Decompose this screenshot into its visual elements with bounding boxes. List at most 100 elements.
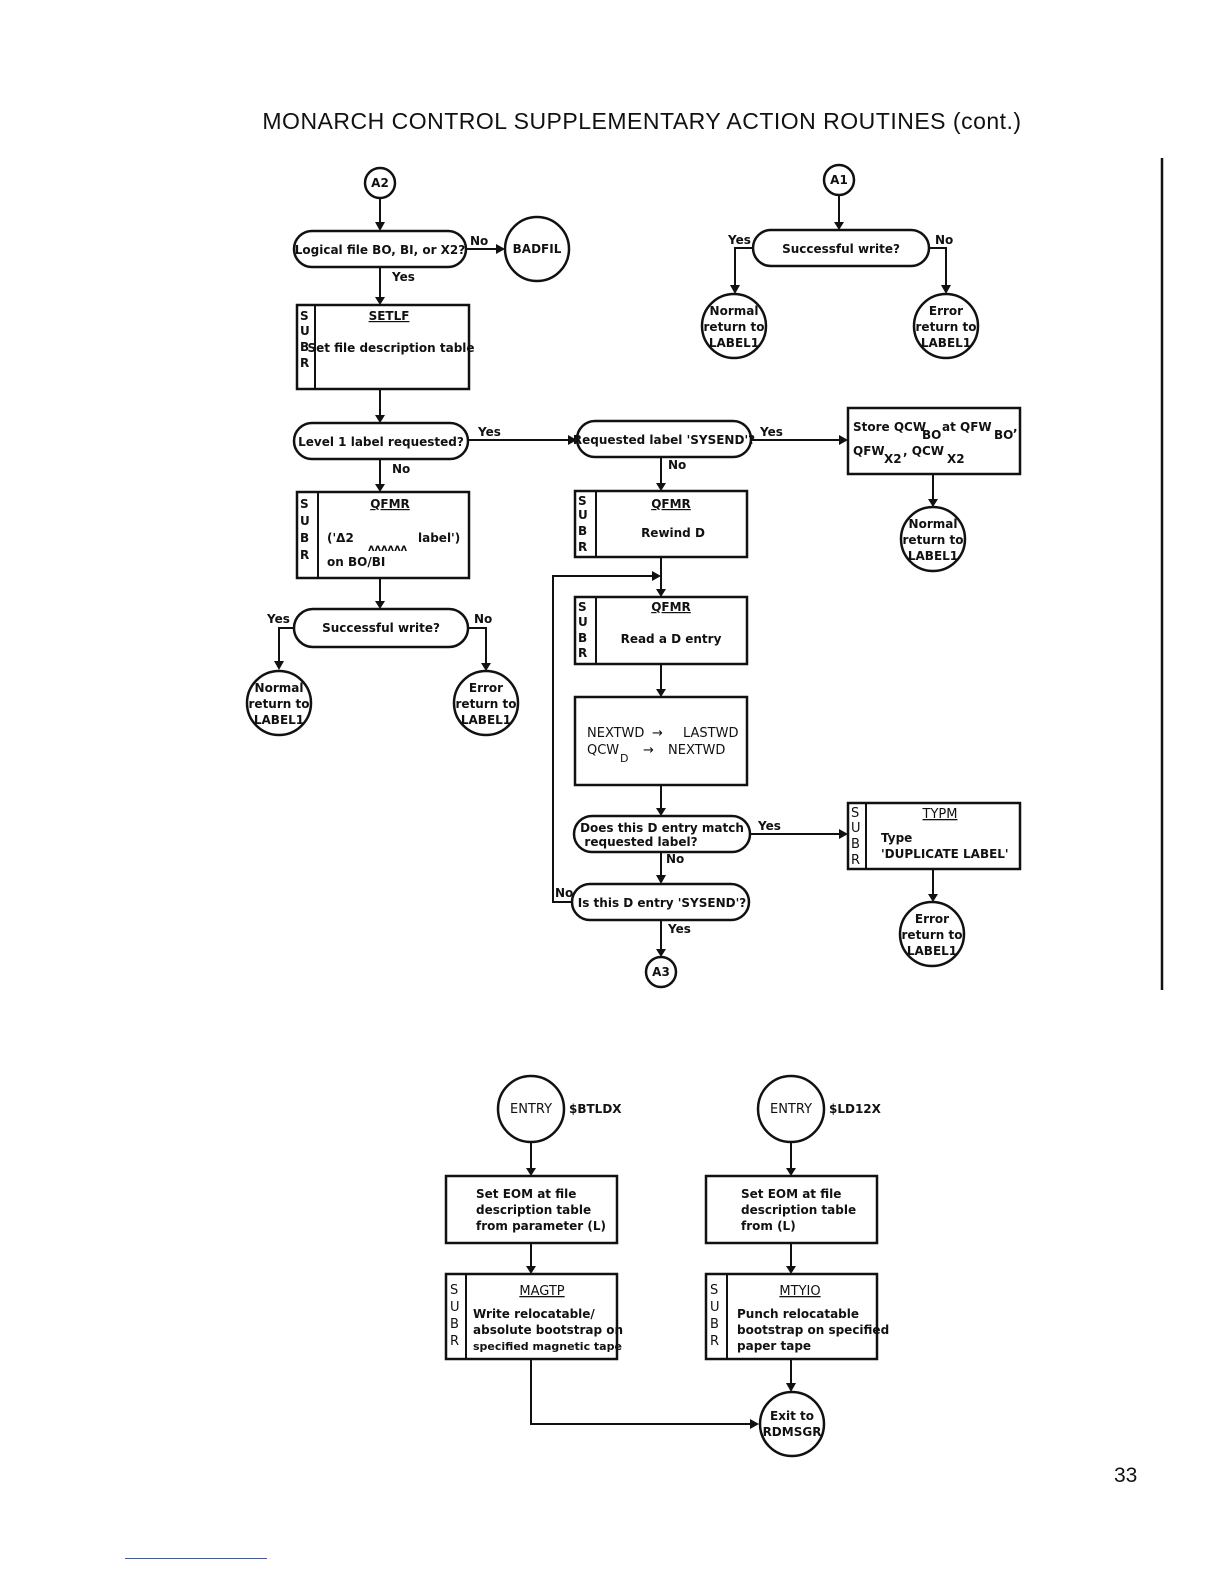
- process-text: Store QCW: [853, 420, 926, 434]
- terminal-error-return-top: Error return to LABEL1: [912, 292, 980, 360]
- entry-label-sbtldx: $BTLDX: [569, 1102, 622, 1116]
- entry-label-sld12x: $LD12X: [829, 1102, 882, 1116]
- error-return-text: return to: [456, 697, 517, 711]
- subr-letter: U: [450, 1300, 460, 1315]
- entry-sld12x: ENTRY: [756, 1074, 826, 1144]
- decision-requested-sysend: Requested label 'SYSEND'?: [573, 419, 755, 459]
- decision-level1-label: Level 1 label requested?: [292, 421, 470, 461]
- label-no: No: [935, 233, 953, 247]
- normal-return-text: LABEL1: [908, 549, 958, 563]
- subr-mtyio: S U B R MTYIO Punch relocatable bootstra…: [704, 1272, 889, 1361]
- connector-a2-label: A2: [371, 176, 389, 190]
- subr-magtp-desc: Write relocatable/: [473, 1307, 595, 1321]
- connector-a1-label: A1: [830, 173, 848, 187]
- subr-letter: R: [450, 1334, 459, 1349]
- error-return-text: LABEL1: [461, 713, 511, 727]
- process-text: Set EOM at file: [476, 1187, 576, 1201]
- label-yes: Yes: [391, 270, 415, 284]
- page-number: 33: [1114, 1464, 1138, 1487]
- label-no: No: [474, 612, 492, 626]
- terminal-normal-return-top: Normal return to LABEL1: [700, 292, 768, 360]
- subr-setlf-name: SETLF: [369, 309, 410, 323]
- process-subscript: D: [620, 752, 628, 765]
- subr-letter: R: [300, 548, 309, 562]
- subr-magtp-name: MAGTP: [519, 1284, 564, 1299]
- label-yes: Yes: [477, 425, 501, 439]
- decision-successful-write-left: Successful write?: [292, 607, 470, 649]
- subr-typm: S U B R TYPM Type 'DUPLICATE LABEL': [846, 801, 1022, 871]
- process-eom-sbtldx: Set EOM at file description table from p…: [444, 1174, 619, 1245]
- error-return-text: Error: [469, 681, 503, 695]
- subr-magtp-desc: absolute bootstrap on: [473, 1323, 623, 1337]
- process-subscript: X2: [947, 452, 965, 466]
- subr-letter: U: [851, 821, 861, 836]
- page-title: MONARCH CONTROL SUPPLEMENTARY ACTION ROU…: [262, 108, 1022, 134]
- label-no: No: [555, 886, 573, 900]
- terminal-error-return-right: Error return to LABEL1: [898, 900, 966, 968]
- normal-return-text: Normal: [255, 681, 304, 695]
- subr-letter: U: [300, 324, 310, 338]
- error-return-text: LABEL1: [921, 336, 971, 350]
- connector-a2: A2: [363, 166, 397, 200]
- subr-mtyio-name: MTYIO: [779, 1284, 820, 1299]
- subr-letter: B: [710, 1317, 719, 1332]
- subr-qfmr-desc: ('Δ2: [327, 531, 354, 545]
- process-text: →: [643, 743, 654, 758]
- subr-letter: R: [300, 356, 309, 370]
- subr-qfmr-label: S U B R QFMR ('Δ2 ʌʌʌʌʌʌ label') on BO/B…: [295, 490, 471, 580]
- connector-a3-label: A3: [652, 965, 670, 979]
- subr-magtp: S U B R MAGTP Write relocatable/ absolut…: [444, 1272, 623, 1361]
- normal-return-text: return to: [249, 697, 310, 711]
- subr-letter: R: [578, 646, 587, 660]
- process-text: LASTWD: [683, 726, 739, 741]
- subr-mtyio-desc: paper tape: [737, 1339, 811, 1353]
- decision-successful-write-text: Successful write?: [322, 621, 440, 635]
- process-text: NEXTWD: [587, 726, 644, 741]
- subr-mtyio-desc: Punch relocatable: [737, 1307, 859, 1321]
- label-no: No: [470, 234, 488, 248]
- subr-typm-desc: 'DUPLICATE LABEL': [881, 847, 1009, 861]
- subr-typm-name: TYPM: [922, 807, 958, 822]
- entry-sbtldx: ENTRY: [496, 1074, 566, 1144]
- process-text: from parameter (L): [476, 1219, 606, 1233]
- error-return-text: return to: [902, 928, 963, 942]
- subr-qfmr-rewind: S U B R QFMR Rewind D: [573, 489, 749, 559]
- subr-qfmr-read-desc: Read a D entry: [621, 632, 722, 646]
- subr-typm-desc: Type: [881, 831, 912, 845]
- process-text: Set EOM at file: [741, 1187, 841, 1201]
- subr-qfmr-desc: label'): [418, 531, 460, 545]
- process-text: from (L): [741, 1219, 796, 1233]
- subr-magtp-desc: specified magnetic tape: [473, 1340, 622, 1353]
- error-return-text: Error: [929, 304, 963, 318]
- subr-letter: B: [450, 1317, 459, 1332]
- subr-letter: B: [300, 340, 309, 354]
- terminal-error-return-left: Error return to LABEL1: [452, 669, 520, 737]
- exit-text: Exit to: [770, 1409, 814, 1423]
- footer-rule: [125, 1558, 267, 1559]
- subr-letter: S: [450, 1283, 458, 1298]
- exit-text: RDMSGR: [763, 1425, 822, 1439]
- subr-letter: S: [851, 806, 859, 821]
- subr-qfmr-name: QFMR: [370, 497, 410, 511]
- decision-successful-write-top: Successful write?: [751, 228, 931, 268]
- subr-qfmr-name: QFMR: [651, 600, 691, 614]
- subr-qfmr-read: S U B R QFMR Read a D entry: [573, 595, 749, 666]
- space-marks: ʌʌʌʌʌʌ: [368, 543, 408, 554]
- subr-qfmr-rewind-desc: Rewind D: [641, 526, 705, 540]
- process-text: QCW: [587, 743, 619, 758]
- subr-letter: S: [300, 309, 309, 323]
- subr-letter: B: [851, 837, 860, 852]
- entry-text: ENTRY: [510, 1102, 552, 1117]
- process-subscript: X2: [884, 452, 902, 466]
- label-no: No: [392, 462, 410, 476]
- decision-match-text: requested label?: [584, 835, 697, 849]
- terminal-exit-rdmsgr: Exit to RDMSGR: [758, 1390, 826, 1458]
- terminal-badfil: BADFIL: [503, 215, 571, 283]
- subr-letter: B: [578, 524, 587, 538]
- normal-return-text: return to: [903, 533, 964, 547]
- decision-level1-label-text: Level 1 label requested?: [298, 435, 464, 449]
- subr-letter: B: [578, 631, 587, 645]
- process-text: NEXTWD: [668, 743, 725, 758]
- subr-setlf-desc: Set file description table: [307, 341, 474, 355]
